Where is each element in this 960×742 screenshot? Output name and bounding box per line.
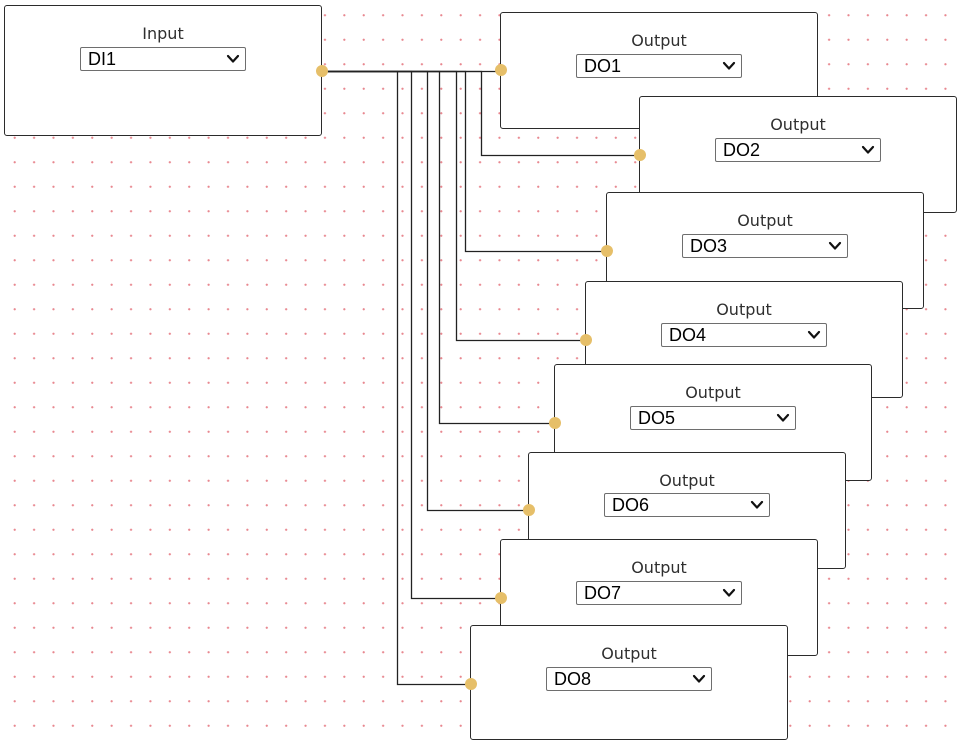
chevron-down-icon [722, 61, 736, 70]
input-node-title: Input [142, 24, 184, 43]
output-node-4-select-value: DO4 [669, 325, 707, 345]
output-node-1-input-port[interactable] [495, 64, 507, 76]
output-node-5-title: Output [685, 383, 741, 402]
output-node-3-select-value: DO3 [690, 236, 728, 256]
output-node-3-select[interactable]: DO3 [682, 234, 848, 258]
output-node-7-title: Output [631, 558, 687, 577]
output-node-2-title: Output [770, 115, 826, 134]
output-node-5-select-value: DO5 [638, 408, 676, 428]
chevron-down-icon [861, 145, 875, 154]
chevron-down-icon [692, 674, 706, 683]
output-node-8[interactable]: Output DO8 [465, 625, 788, 740]
output-node-7-select-value: DO7 [584, 583, 622, 603]
wire-di1-to-do7[interactable] [322, 70, 501, 600]
output-node-2-input-port[interactable] [634, 149, 646, 161]
input-node[interactable]: Input DI1 [4, 5, 328, 136]
output-node-5-select[interactable]: DO5 [630, 406, 796, 430]
wire-di1-to-do8[interactable] [322, 70, 471, 686]
output-node-8-select-value: DO8 [554, 669, 592, 689]
output-node-5-input-port[interactable] [549, 417, 561, 429]
output-node-1-title: Output [631, 31, 687, 50]
output-node-8-input-port[interactable] [465, 678, 477, 690]
output-node-8-select[interactable]: DO8 [546, 667, 712, 691]
output-node-2-select-value: DO2 [723, 140, 761, 160]
wire-di1-to-do1[interactable] [322, 69, 501, 73]
output-node-3-title: Output [737, 211, 793, 230]
chevron-down-icon [750, 500, 764, 509]
chevron-down-icon [776, 413, 790, 422]
chevron-down-icon [722, 588, 736, 597]
output-node-4-select[interactable]: DO4 [661, 323, 827, 347]
input-select[interactable]: DI1 [80, 47, 246, 71]
output-node-8-title: Output [601, 644, 657, 663]
output-node-7-select[interactable]: DO7 [576, 581, 742, 605]
output-node-2-select[interactable]: DO2 [715, 138, 881, 162]
output-node-6-select-value: DO6 [612, 495, 650, 515]
input-node-output-port[interactable] [316, 65, 328, 77]
chevron-down-icon [807, 330, 821, 339]
output-node-4-input-port[interactable] [580, 334, 592, 346]
output-node-6-select[interactable]: DO6 [604, 493, 770, 517]
output-node-6-title: Output [659, 471, 715, 490]
output-node-3-input-port[interactable] [601, 245, 613, 257]
output-node-4-title: Output [716, 300, 772, 319]
output-node-1-select-value: DO1 [584, 56, 622, 76]
input-select-value: DI1 [88, 49, 117, 69]
output-node-6-input-port[interactable] [523, 504, 535, 516]
output-node-7-input-port[interactable] [495, 592, 507, 604]
chevron-down-icon [226, 54, 240, 63]
output-node-1-select[interactable]: DO1 [576, 54, 742, 78]
chevron-down-icon [828, 241, 842, 250]
wire-di1-to-do6[interactable] [322, 70, 529, 512]
